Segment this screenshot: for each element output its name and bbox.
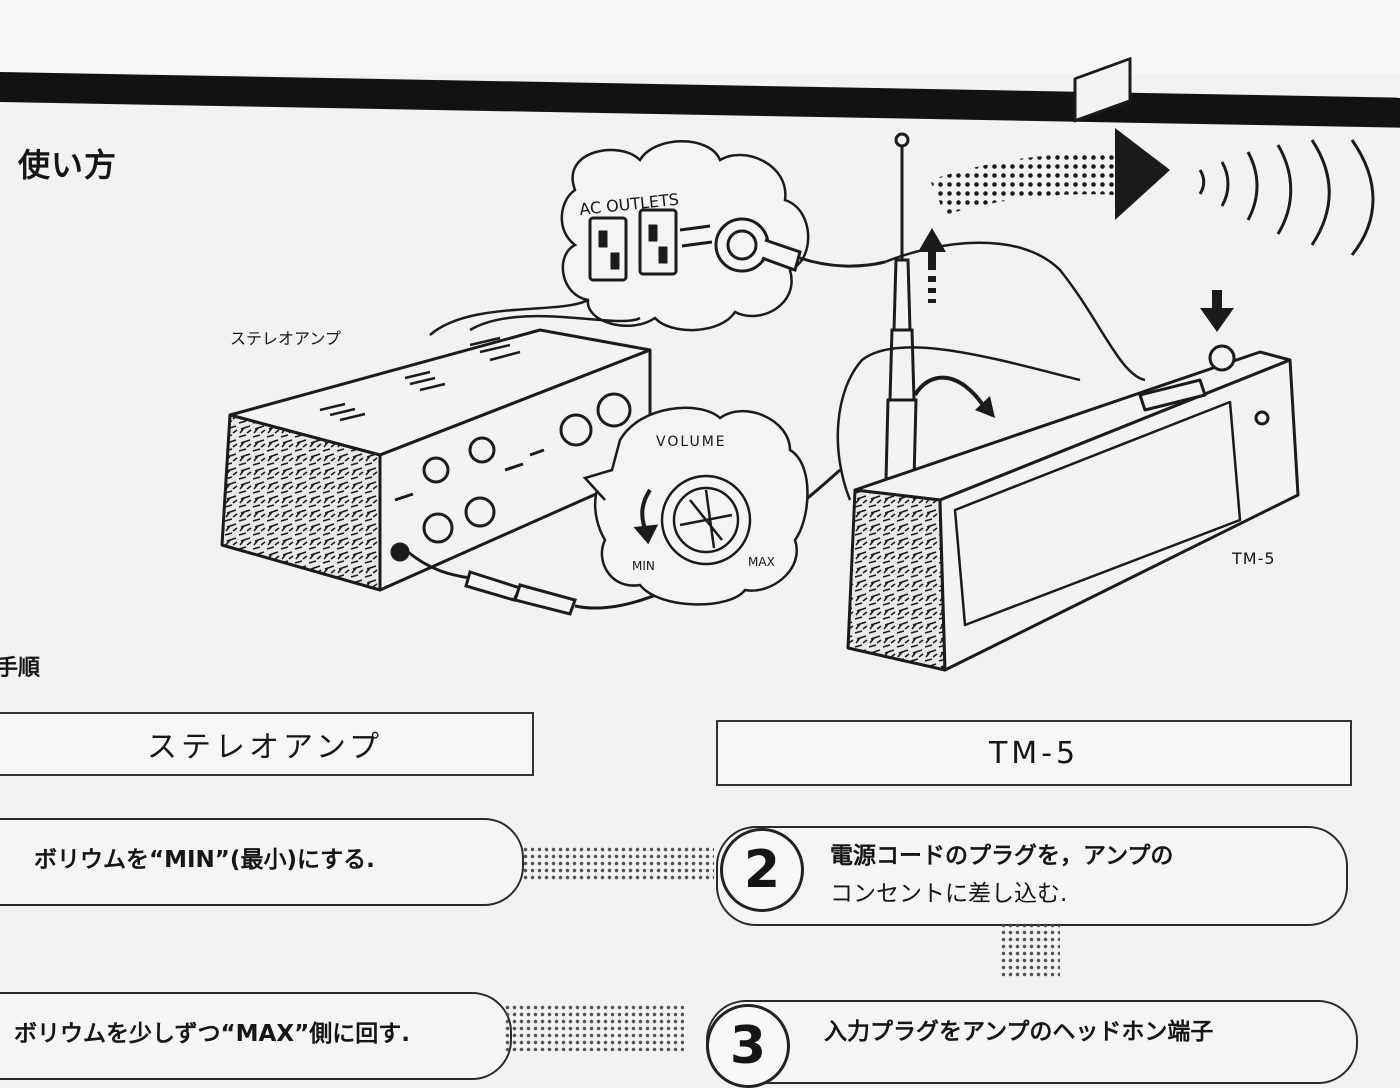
column-header-tm5-label: TM-5	[988, 735, 1080, 771]
step-4-card: ボリウムを少しずつ“MAX”側に回す.	[0, 992, 512, 1080]
step-2-text-line2: コンセントに差し込む.	[830, 881, 1068, 907]
ac-outlets-bubble	[429, 140, 810, 336]
power-cord	[884, 241, 1146, 382]
step-4-text: ボリウムを少しずつ“MAX”側に回す.	[14, 1021, 410, 1047]
antenna-up-arrow	[918, 228, 946, 303]
flow-dots-2-3	[1000, 922, 1060, 978]
step-2-card: 電源コードのプラグを，アンプの コンセントに差し込む.	[716, 826, 1348, 926]
stereo-amp	[220, 328, 652, 592]
page-title: 使い方	[18, 146, 118, 184]
step-3-number: 3	[706, 1004, 790, 1088]
column-header-tm5: TM-5	[716, 720, 1352, 786]
step-1-card: ボリウムを“MIN”(最小)にする.	[0, 818, 524, 906]
stereo-amp-label: ステレオアンプ	[230, 329, 341, 348]
flow-dots-1-2	[522, 846, 714, 882]
step-3-card: 入力プラグをアンプのヘッドホン端子	[706, 1000, 1358, 1084]
ac-outlet-sockets	[588, 208, 678, 282]
column-header-amp-label: ステレオアンプ	[147, 730, 383, 765]
volume-knob	[633, 474, 752, 566]
step-3-text: 入力プラグをアンプのヘッドホン端子	[824, 1019, 1214, 1045]
usage-illustration: AC OUTLETS ステレオアンプ	[220, 57, 1375, 672]
broadcast-arrow	[930, 128, 1170, 220]
power-plug	[679, 217, 886, 273]
step-2-text-line1: 電源コードのプラグを，アンプの	[830, 843, 1174, 869]
tm5-device	[846, 57, 1300, 672]
steps-heading: 手順	[0, 655, 41, 681]
page-top-margin	[0, 0, 1400, 74]
min-label: MIN	[632, 559, 655, 573]
step-2-number: 2	[720, 828, 804, 912]
flow-dots-3-4	[504, 1004, 684, 1051]
column-header-amp: ステレオアンプ	[0, 712, 534, 776]
antenna	[884, 132, 918, 482]
curved-arrow	[913, 375, 987, 410]
volume-label: VOLUME	[656, 434, 727, 450]
max-label: MAX	[748, 555, 775, 569]
radio-waves	[1198, 139, 1375, 256]
press-down-arrow	[1200, 290, 1234, 332]
tm5-label: TM-5	[1231, 549, 1276, 568]
step-1-text: ボリウムを“MIN”(最小)にする.	[34, 847, 375, 873]
